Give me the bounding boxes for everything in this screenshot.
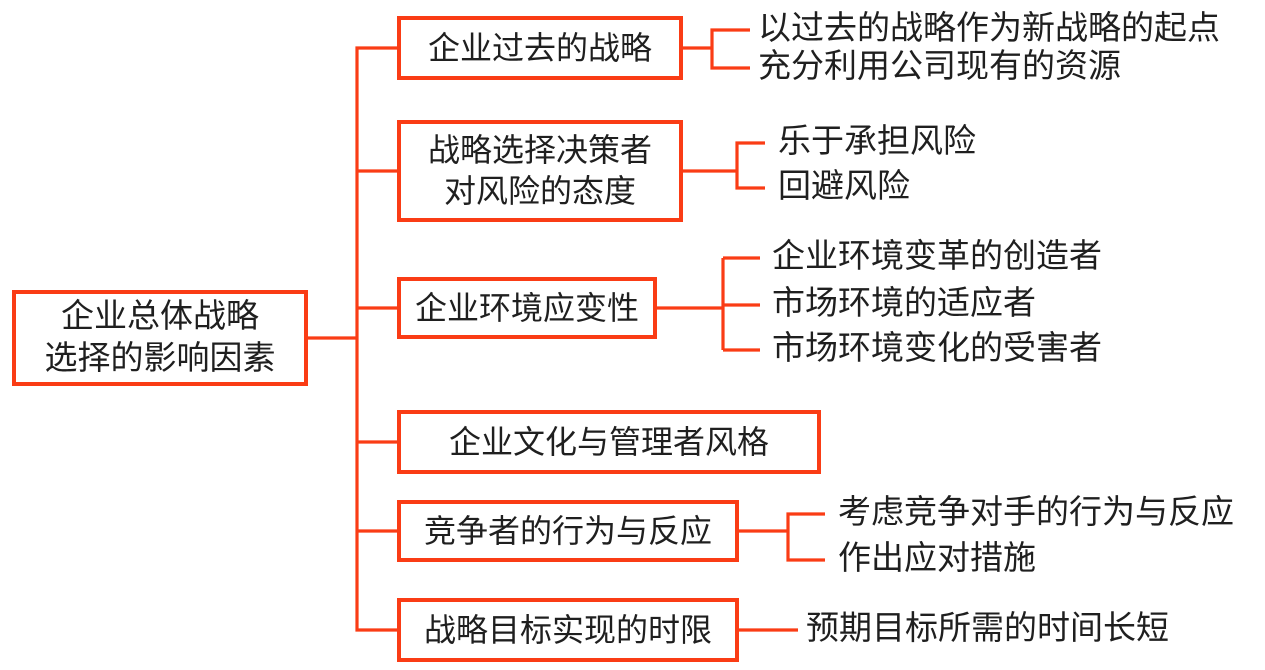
trunk-line <box>355 46 397 632</box>
branch2-bracket <box>683 141 765 190</box>
branch-node-goal-time-limit: 战略目标实现的时限 <box>397 598 739 662</box>
branch-node-past-strategy: 企业过去的战略 <box>397 16 683 80</box>
leaf-item: 乐于承担风险 <box>778 124 976 161</box>
leaf-item: 回避风险 <box>778 169 910 206</box>
branch-node-competitor-behavior: 竞争者的行为与反应 <box>397 500 739 562</box>
leaf-item: 作出应对措施 <box>838 541 1036 578</box>
root-node: 企业总体战略 选择的影响因素 <box>12 290 308 386</box>
branch-node-environment-adaptability: 企业环境应变性 <box>397 277 657 339</box>
branch-node-culture-management-style: 企业文化与管理者风格 <box>397 410 821 474</box>
leaf-item: 企业环境变革的创造者 <box>772 239 1102 276</box>
leaf-item: 预期目标所需的时间长短 <box>806 611 1169 648</box>
leaf-item: 考虑竞争对手的行为与反应 <box>838 495 1234 532</box>
leaf-item: 充分利用公司现有的资源 <box>758 49 1121 86</box>
branch3-bracket <box>657 256 760 352</box>
leaf-item: 市场环境变化的受害者 <box>772 331 1102 368</box>
leaf-item: 以过去的战略作为新战略的起点 <box>758 11 1220 48</box>
branch5-bracket <box>739 512 825 562</box>
leaf-item: 市场环境的适应者 <box>772 286 1036 323</box>
branch-node-risk-attitude: 战略选择决策者 对风险的态度 <box>397 120 683 222</box>
branch1-bracket <box>683 28 750 70</box>
